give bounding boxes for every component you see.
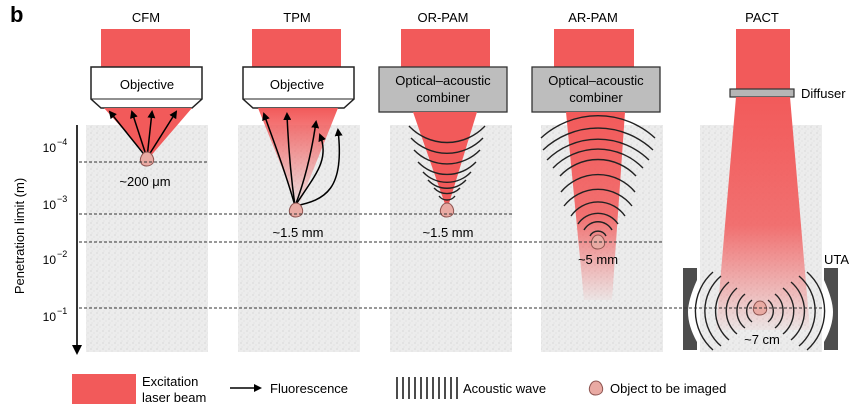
orpam-combiner-line1: Optical–acoustic [395,73,491,88]
legend-fluorescence-label: Fluorescence [270,381,348,396]
orpam-column: Optical–acoustic combiner ~1.5 mm [378,29,508,240]
orpam-acoustic-waves [408,125,486,201]
pact-diffuser-label: Diffuser [801,86,846,101]
svg-text:−2: −2 [57,249,67,259]
depth-guides [79,161,822,309]
title-cfm: CFM [132,10,160,25]
arpam-combiner-line1: Optical–acoustic [548,73,644,88]
orpam-focused-beam [413,112,477,210]
legend-laser-line1: Excitation [142,374,198,389]
legend-acoustic-wave-icon [396,377,458,399]
tpm-column: Objective ~1.5 mm [242,29,355,240]
tpm-laser-beam [252,29,341,67]
pact-diffuser [729,88,795,98]
orpam-depth-label: ~1.5 mm [423,225,474,240]
arpam-laser-beam [554,29,634,67]
legend-laser-line2: laser beam [142,390,206,405]
tpm-depth-label: ~1.5 mm [273,225,324,240]
orpam-object [439,202,455,218]
tpm-focused-beam [258,108,338,208]
title-tpm: TPM [283,10,310,25]
svg-text:−4: −4 [57,137,67,147]
orpam-laser-beam [401,29,490,67]
svg-text:10: 10 [43,141,57,155]
pact-laser-beam-top [736,29,790,89]
y-tick-4: 10 −1 [43,306,68,324]
svg-text:10: 10 [43,253,57,267]
y-tick-3: 10 −2 [43,249,68,267]
svg-text:−3: −3 [57,194,67,204]
legend-object-icon [588,380,604,396]
y-tick-2: 10 −3 [43,194,68,212]
svg-text:10: 10 [43,310,57,324]
title-pact: PACT [745,10,779,25]
cfm-object [139,151,155,167]
legend-object-label: Object to be imaged [610,381,726,396]
arpam-acoustic-waves [540,115,656,237]
legend: Excitation laser beam Fluorescence Acous… [72,374,726,405]
cfm-depth-label: ~200 μm [119,174,170,189]
cfm-laser-beam [101,29,190,67]
legend-laser-swatch [72,374,136,404]
cfm-column: Objective ~200 μm [90,29,203,189]
svg-text:10: 10 [43,198,57,212]
y-axis-label: Penetration limit (m) [12,178,27,294]
arpam-depth-label: ~5 mm [578,252,618,267]
pact-transducer-right [824,268,838,350]
cfm-fluorescence-arrows [108,110,178,159]
panel-label: b [10,2,23,27]
orpam-combiner-box [378,66,508,113]
y-tick-1: 10 −4 [43,137,68,155]
tpm-fluorescence-arrows [262,112,343,207]
arpam-combiner-line2: combiner [569,90,623,105]
title-arpam: AR-PAM [568,10,618,25]
cfm-objective-label: Objective [120,77,174,92]
tpm-objective-label: Objective [270,77,324,92]
arpam-object [590,234,606,250]
pact-depth-label: ~7 cm [744,332,780,347]
y-axis: Penetration limit (m) 10 −4 10 −3 10 −2 … [12,125,82,355]
arpam-beam [566,112,625,300]
orpam-combiner-line2: combiner [416,90,470,105]
tpm-object [288,202,304,218]
arpam-column: Optical–acoustic combiner ~5 mm [531,29,661,300]
pact-beam [716,97,810,330]
pact-transducer-left [683,268,697,350]
title-orpam: OR-PAM [417,10,468,25]
pact-acoustic-waves [694,271,826,351]
svg-text:−1: −1 [57,306,67,316]
legend-acoustic-label: Acoustic wave [463,381,546,396]
pact-column: Diffuser UTA ~7 cm [683,29,849,351]
pact-uta-label: UTA [824,252,849,267]
